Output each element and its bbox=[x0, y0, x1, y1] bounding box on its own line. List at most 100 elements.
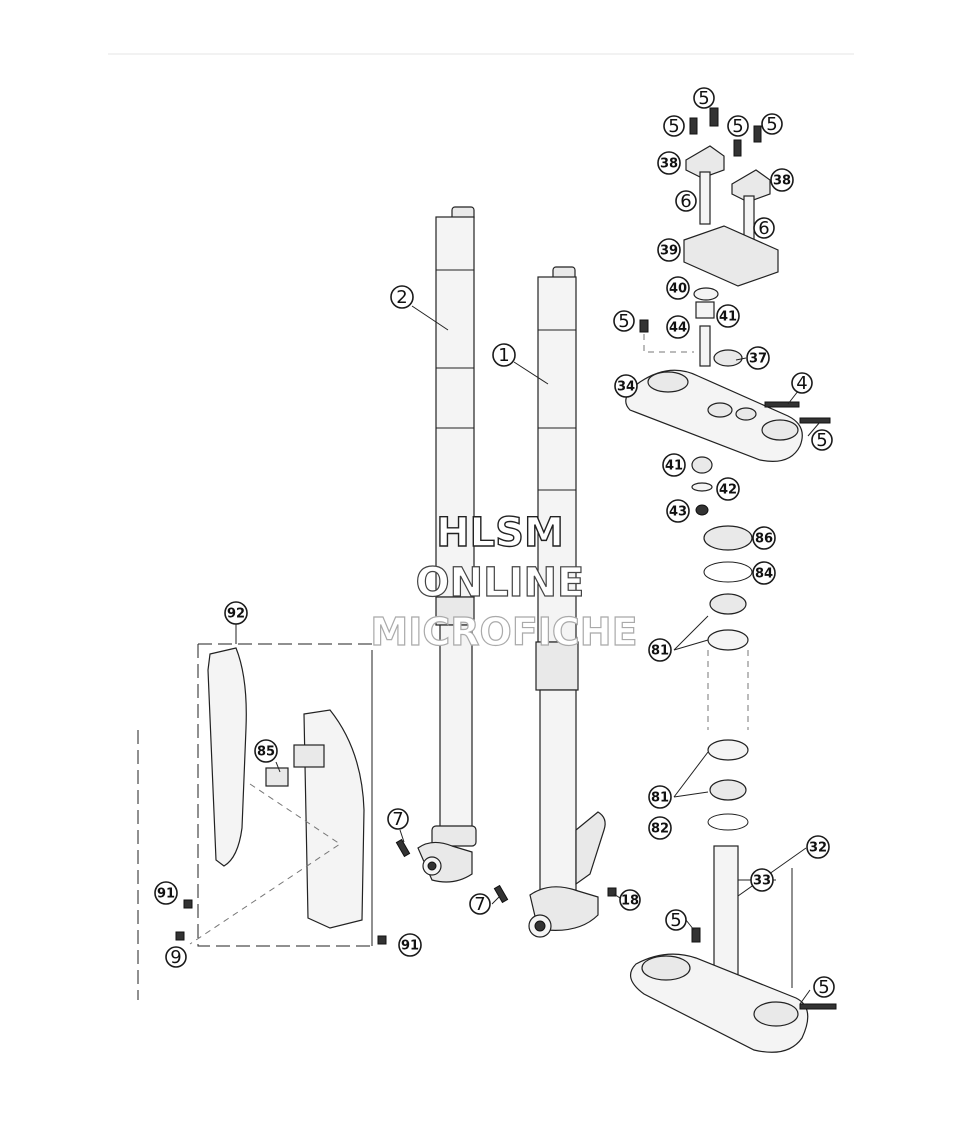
callout-circle bbox=[614, 374, 638, 398]
callout-c-6a: 6 bbox=[675, 190, 697, 212]
callout-c-38a: 38 bbox=[657, 151, 681, 175]
callout-number: 41 bbox=[719, 310, 737, 325]
watermark-line-1: HLSM bbox=[436, 510, 564, 556]
callout-circle bbox=[254, 739, 278, 763]
callout-circle bbox=[753, 217, 775, 239]
callout-c-81b: 81 bbox=[648, 785, 672, 809]
callout-c-2: 2 bbox=[390, 285, 414, 309]
callout-circle bbox=[665, 909, 687, 931]
callout-circle bbox=[750, 868, 774, 892]
callout-circle bbox=[387, 808, 409, 830]
callout-c-41b: 41 bbox=[662, 453, 686, 477]
callout-number: 7 bbox=[474, 894, 485, 915]
callout-circle bbox=[492, 343, 516, 367]
callout-c-18: 18 bbox=[619, 889, 641, 911]
callout-number: 5 bbox=[618, 311, 629, 332]
callout-number: 39 bbox=[660, 244, 678, 259]
callout-circle bbox=[770, 168, 794, 192]
callout-number: 1 bbox=[498, 345, 509, 366]
callout-circle bbox=[693, 87, 715, 109]
callout-c-5b: 5 bbox=[663, 115, 685, 137]
callout-circle bbox=[390, 285, 414, 309]
callout-number: 5 bbox=[698, 88, 709, 109]
callout-number: 6 bbox=[758, 218, 769, 239]
callout-c-41a: 41 bbox=[716, 304, 740, 328]
callout-c-6b: 6 bbox=[753, 217, 775, 239]
callout-c-7b: 7 bbox=[469, 893, 491, 915]
callout-circle bbox=[648, 785, 672, 809]
callout-c-34: 34 bbox=[614, 374, 638, 398]
callout-number: 81 bbox=[651, 791, 669, 806]
callout-number: 91 bbox=[157, 887, 175, 902]
callout-circle bbox=[752, 526, 776, 550]
callout-c-32: 32 bbox=[806, 835, 830, 859]
callout-circle bbox=[666, 276, 690, 300]
callout-circle bbox=[666, 499, 690, 523]
callout-c-42: 42 bbox=[716, 477, 740, 501]
callout-circle bbox=[791, 372, 813, 394]
callout-c-92: 92 bbox=[224, 601, 248, 625]
callout-c-1: 1 bbox=[492, 343, 516, 367]
callout-circle bbox=[648, 638, 672, 662]
callout-number: 32 bbox=[809, 841, 827, 856]
callout-circle bbox=[716, 477, 740, 501]
fork-leg-left bbox=[417, 206, 477, 883]
callout-circle bbox=[648, 816, 672, 840]
callout-number: 34 bbox=[617, 380, 635, 395]
callout-c-33: 33 bbox=[750, 868, 774, 892]
callout-c-37: 37 bbox=[746, 346, 770, 370]
callout-c-86: 86 bbox=[752, 526, 776, 550]
callout-c-5d: 5 bbox=[761, 113, 783, 135]
callout-circle bbox=[716, 304, 740, 328]
callout-number: 44 bbox=[669, 321, 687, 336]
callout-circle bbox=[811, 429, 833, 451]
callout-c-44: 44 bbox=[666, 315, 690, 339]
callout-number: 18 bbox=[621, 894, 639, 909]
steering-stem-hardware bbox=[691, 456, 753, 831]
callout-circle bbox=[619, 889, 641, 911]
callout-circle bbox=[154, 881, 178, 905]
callout-number: 5 bbox=[668, 116, 679, 137]
callout-number: 5 bbox=[766, 114, 777, 135]
callout-circle bbox=[663, 115, 685, 137]
callout-number: 38 bbox=[660, 157, 678, 172]
callout-c-5c: 5 bbox=[727, 115, 749, 137]
callout-circle bbox=[727, 115, 749, 137]
upper-triple-clamp bbox=[625, 369, 831, 462]
callout-number: 6 bbox=[680, 191, 691, 212]
callout-c-5e: 5 bbox=[613, 310, 635, 332]
callout-circle bbox=[224, 601, 248, 625]
callout-number: 81 bbox=[651, 644, 669, 659]
lower-triple-clamp bbox=[629, 845, 837, 1053]
callout-circle bbox=[165, 946, 187, 968]
callout-circle bbox=[675, 190, 697, 212]
callout-number: 84 bbox=[755, 567, 773, 582]
callout-c-85: 85 bbox=[254, 739, 278, 763]
callout-number: 41 bbox=[665, 459, 683, 474]
watermark-line-2: ONLINE bbox=[416, 560, 585, 606]
callout-number: 86 bbox=[755, 532, 773, 547]
callout-number: 5 bbox=[816, 430, 827, 451]
callout-number: 5 bbox=[670, 910, 681, 931]
callout-number: 85 bbox=[257, 745, 275, 760]
callout-circle bbox=[806, 835, 830, 859]
callout-circle bbox=[662, 453, 686, 477]
fork-leg-right bbox=[528, 266, 606, 938]
callout-circle bbox=[761, 113, 783, 135]
callout-c-5h: 5 bbox=[813, 976, 835, 998]
callout-circle bbox=[752, 561, 776, 585]
callout-circle bbox=[657, 238, 681, 262]
callout-circle bbox=[398, 933, 422, 957]
callout-circle bbox=[813, 976, 835, 998]
callout-c-82: 82 bbox=[648, 816, 672, 840]
callout-number: 43 bbox=[669, 505, 687, 520]
callout-number: 91 bbox=[401, 939, 419, 954]
callout-c-7a: 7 bbox=[387, 808, 409, 830]
callout-number: 92 bbox=[227, 607, 245, 622]
fork-guards bbox=[137, 643, 374, 1000]
handlebar-clamp-assembly bbox=[639, 107, 779, 367]
callout-number: 5 bbox=[818, 977, 829, 998]
callout-circle bbox=[613, 310, 635, 332]
